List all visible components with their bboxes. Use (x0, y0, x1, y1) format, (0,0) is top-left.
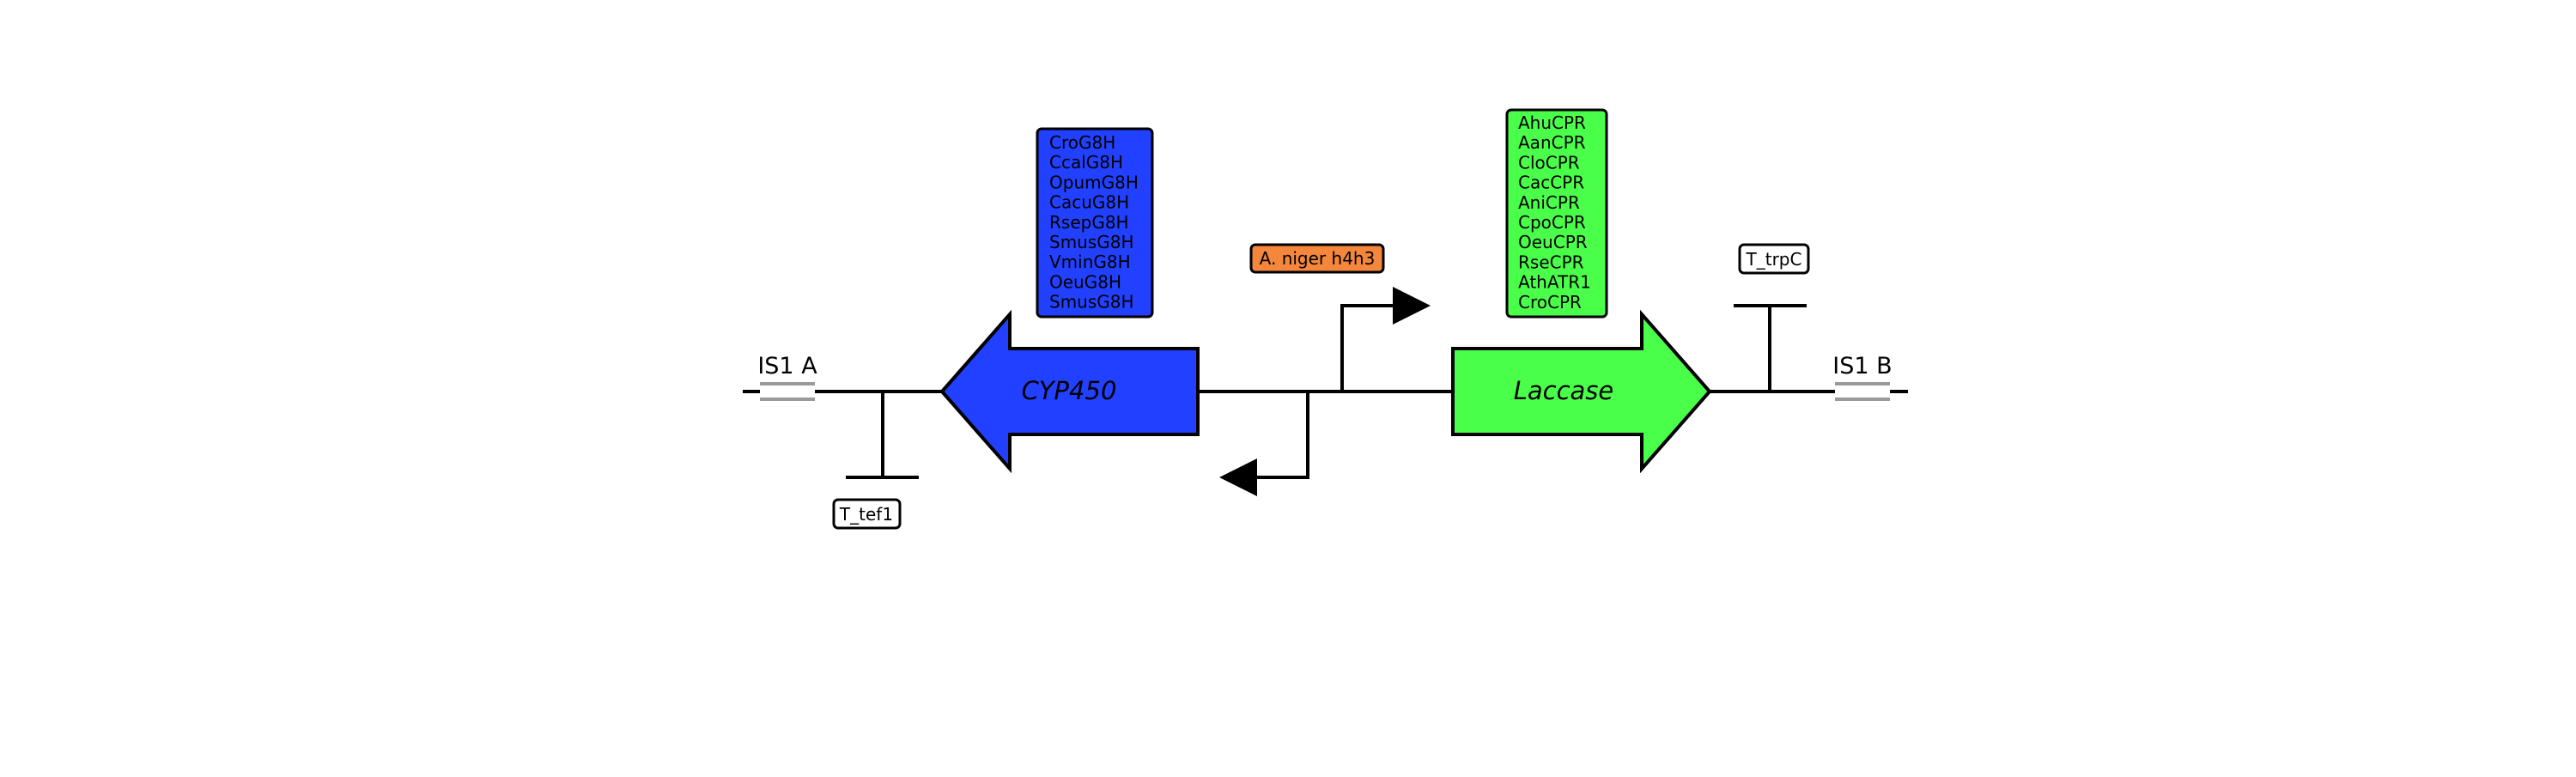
cpr-variant-item: CacCPR (1518, 173, 1584, 193)
gene-laccase-label: Laccase (1514, 376, 1614, 405)
cyp450-variant-item: SmusG8H (1049, 232, 1134, 252)
terminator-left-label: T_tef1 (839, 504, 893, 525)
cpr-variant-item: AanCPR (1518, 132, 1586, 153)
cpr-variant-item: RseCPR (1518, 252, 1584, 272)
cpr-variant-item: AthATR1 (1518, 272, 1591, 293)
gene-cyp450-label: CYP450 (1022, 376, 1117, 405)
cpr-variant-item: CroCPR (1518, 292, 1582, 313)
gene-laccase-arrow (1451, 309, 1712, 474)
cyp450-variant-box: CroG8HCcalG8HOpumG8HCacuG8HRsepG8HSmusG8… (1036, 127, 1154, 319)
bidirectional-promoter: A. niger h4h3 (1219, 243, 1431, 496)
integration-site-right-label: IS1 B (1832, 353, 1892, 379)
cyp450-variant-item: OpumG8H (1049, 172, 1139, 192)
cpr-variant-box: AhuCPRAanCPRCloCPRCacCPRAniCPRCpoCPROeuC… (1505, 108, 1608, 319)
promoter-reverse-arrowhead-icon (1219, 458, 1257, 496)
cpr-variant-item: OeuCPR (1518, 232, 1588, 252)
terminator-right: T_trpC (1734, 243, 1810, 392)
cpr-variant-item: CloCPR (1518, 152, 1580, 173)
promoter-label-box (1249, 243, 1385, 274)
promoter-forward-arrowhead-icon (1393, 287, 1431, 325)
cpr-variant-item: CpoCPR (1518, 212, 1586, 233)
cyp450-variant-item: SmusG8H (1049, 292, 1134, 313)
terminator-right-label-box (1738, 243, 1810, 275)
cyp450-variant-item: RsepG8H (1049, 212, 1129, 233)
cpr-variant-box-frame (1505, 108, 1608, 319)
gene-cyp450-arrow (939, 309, 1200, 474)
cpr-variant-list: AhuCPRAanCPRCloCPRCacCPRAniCPRCpoCPROeuC… (1518, 112, 1591, 313)
promoter-label: A. niger h4h3 (1260, 248, 1376, 269)
promoter-reverse-arm (1257, 392, 1309, 479)
terminator-left-label-box (832, 498, 902, 530)
gene-cyp450: CYP450 (939, 309, 1200, 474)
terminator-right-label: T_trpC (1746, 249, 1802, 270)
cyp450-variant-item: VminG8H (1049, 252, 1131, 272)
integration-site-left: IS1 A (757, 353, 817, 405)
cyp450-variant-list: CroG8HCcalG8HOpumG8HCacuG8HRsepG8HSmusG8… (1049, 132, 1139, 313)
cpr-variant-item: AhuCPR (1518, 112, 1586, 133)
promoter-forward-arm (1340, 304, 1393, 392)
cyp450-variant-item: CroG8H (1049, 132, 1115, 153)
integration-site-left-label: IS1 A (757, 353, 817, 379)
cyp450-variant-item: OeuG8H (1049, 271, 1121, 292)
integration-site-right: IS1 B (1832, 353, 1893, 405)
cpr-variant-item: AniCPR (1518, 192, 1580, 213)
terminator-left: T_tef1 (832, 392, 919, 530)
gene-laccase: Laccase (1451, 309, 1712, 474)
cyp450-variant-item: CcalG8H (1049, 152, 1123, 173)
cyp450-variant-item: CacuG8H (1049, 192, 1129, 213)
cyp450-variant-box-frame (1036, 127, 1154, 319)
